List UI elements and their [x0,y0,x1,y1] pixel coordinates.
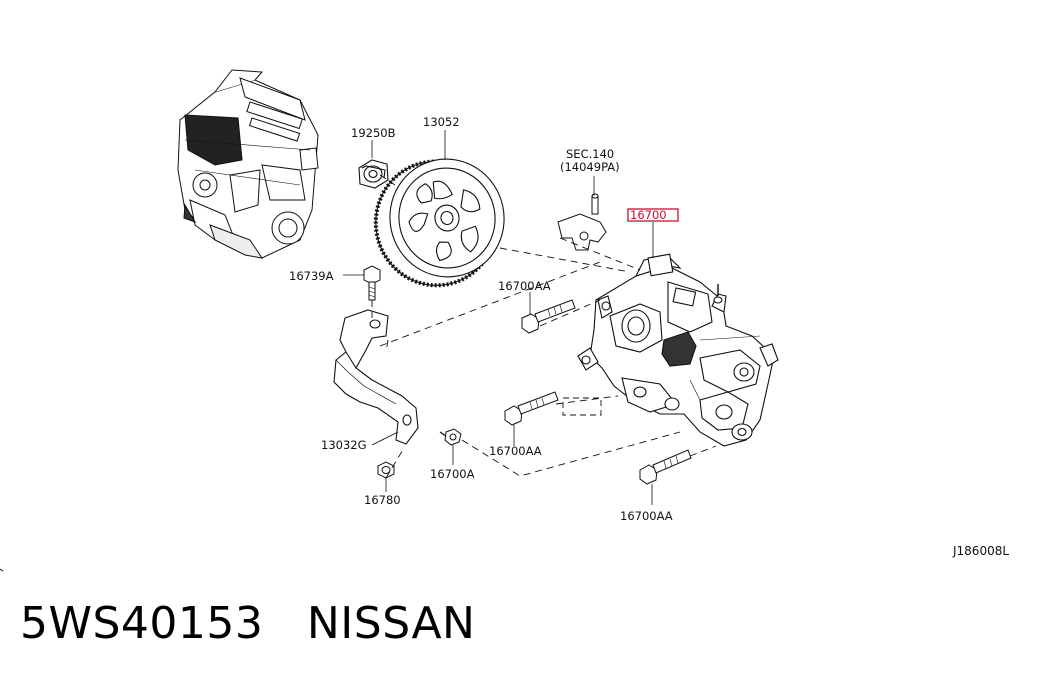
label-16739a: 16739A [289,269,334,283]
sec140-bracket [557,193,607,251]
hidden-mounting-hole [562,397,602,416]
assembly-guide-lines [371,174,717,479]
label-13052: 13052 [423,115,460,129]
bolt-16739a [363,265,381,301]
diagram-code: J186008L [953,544,1010,558]
stud-16700a [439,428,462,446]
label-19250b: 19250B [351,126,396,140]
label-16780: 16780 [364,493,401,507]
bolt-16700aa-upper [521,299,576,334]
mounting-bracket-13032g [333,309,419,445]
part-number: 5WS40153 [20,598,264,649]
label-13032g: 13032G [321,438,367,452]
bolt-16700aa-middle [504,391,559,426]
nut-16780 [377,461,395,479]
highlight-box-16700 [627,208,679,222]
engine-thumbnail [177,69,319,259]
flange-nut-19250b [358,159,389,189]
edge-mark [0,568,4,572]
label-16700aa-upper: 16700AA [498,279,551,293]
label-16700aa-lower: 16700AA [620,509,673,523]
pump-sprocket-13052 [373,158,505,288]
leader-13032g [371,431,399,446]
injection-pump-16700 [577,253,779,447]
label-16700a: 16700A [430,467,475,481]
label-16700aa-middle: 16700AA [489,444,542,458]
label-14049pa: (14049PA) [560,160,620,174]
label-16700-highlight: 16700 [630,208,667,222]
brand-name: NISSAN [306,598,476,649]
label-sec140: SEC.140 [566,147,614,161]
bolt-16700aa-lower [639,449,692,485]
footer-title: 5WS40153 NISSAN [20,598,475,649]
